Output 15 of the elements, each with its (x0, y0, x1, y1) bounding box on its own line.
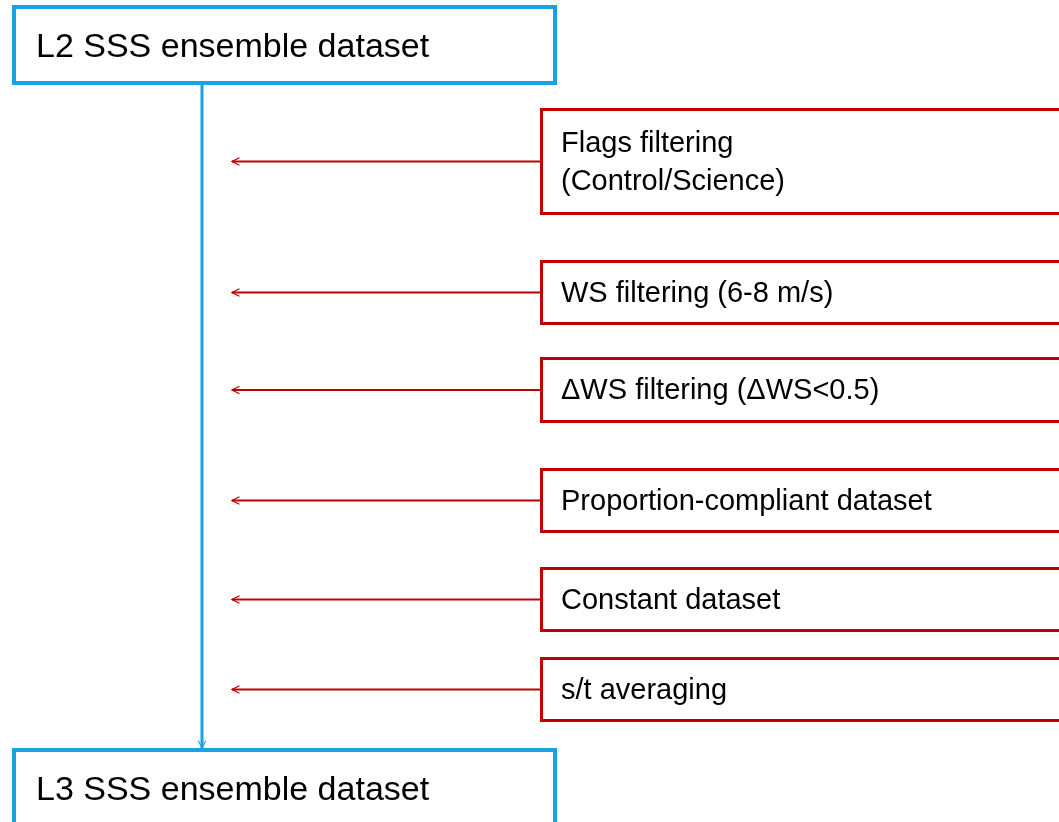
step-box: Flags filtering (Control/Science) (540, 108, 1059, 215)
step-box: ΔWS filtering (ΔWS<0.5) (540, 357, 1059, 423)
arrow (231, 288, 541, 297)
arrow (231, 496, 541, 505)
result-box: L3 SSS ensemble dataset (12, 748, 557, 822)
arrow (231, 595, 541, 604)
step-box: Constant dataset (540, 567, 1059, 632)
step-box: s/t averaging (540, 657, 1059, 722)
source-box: L2 SSS ensemble dataset (12, 5, 557, 85)
arrow (231, 685, 541, 694)
arrow (231, 157, 541, 166)
arrow (197, 85, 207, 749)
step-box: Proportion-compliant dataset (540, 468, 1059, 533)
step-box: WS filtering (6-8 m/s) (540, 260, 1059, 325)
arrow (231, 385, 541, 395)
